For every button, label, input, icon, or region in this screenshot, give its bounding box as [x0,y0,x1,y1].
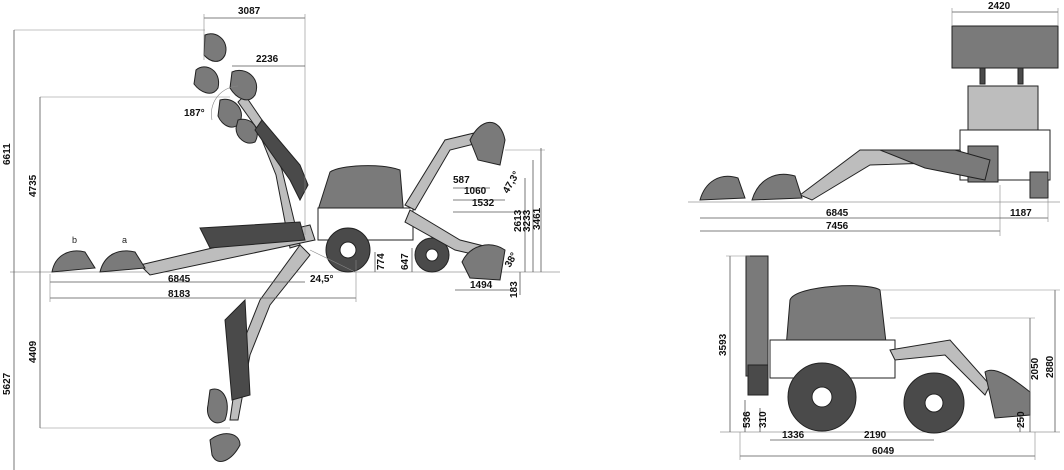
dim-3233: 3233 [522,209,533,232]
bucket-top-3 [229,70,258,101]
dim-2880: 2880 [1045,355,1056,378]
dim-4409: 4409 [28,340,39,363]
dim-2050: 2050 [1030,357,1041,380]
dim-2613: 2613 [513,209,524,232]
stabilizer [747,364,769,396]
dim-1494: 1494 [470,280,493,291]
rear-hub [339,241,357,259]
dim-1187: 1187 [1010,208,1032,219]
dim-3593: 3593 [718,333,729,356]
dipper-arm-raised [254,119,309,202]
loader-bucket-raised [469,121,506,166]
bucket-b [51,250,96,273]
dim-7456: 7456 [826,221,849,232]
front-hub-bottom [924,393,944,413]
backhoe-folded [745,255,769,377]
dim-6845-top: 6845 [826,208,849,219]
dim-8183: 8183 [168,289,191,300]
label-b: b [72,235,77,245]
loader-bucket-lowered [461,244,506,281]
dim-2236: 2236 [256,54,279,65]
dipper-horizontal [199,221,306,249]
boom-lowered [229,244,311,421]
dim-310: 310 [758,411,769,428]
angle-38: 38° [503,251,520,270]
bucket-lowered-2 [209,433,241,462]
bottom-right-view-drawing: 3593 2050 2880 536 310 250 1336 2190 604… [718,255,1060,460]
dim-536: 536 [742,411,753,428]
dim-2420: 2420 [988,1,1011,12]
angle-47-3: 47,3° [501,170,522,196]
bucket-top-5 [235,118,258,144]
bucket-a [99,250,146,273]
dim-6049: 6049 [872,446,895,457]
rear-hub-bottom [811,386,833,408]
roof [951,25,1059,69]
bucket-top-1 [203,33,227,62]
bucket-top-2 [193,66,220,94]
dim-183: 183 [509,281,520,298]
dim-1336: 1336 [782,430,805,441]
dim-250: 250 [1016,411,1027,428]
dim-3461: 3461 [532,207,543,230]
dipper-lowered [224,298,251,401]
front-hub [425,248,439,262]
dim-5627: 5627 [2,372,13,395]
bucket-top-b [751,173,803,201]
dim-1532: 1532 [472,198,495,209]
dim-6611: 6611 [2,143,13,165]
dim-1060: 1060 [464,186,487,197]
dipper-top [879,149,991,181]
bucket-top-a [699,175,746,201]
dim-6845-side: 6845 [168,274,191,285]
dim-647: 647 [400,253,411,270]
label-a: a [122,235,127,245]
top-right-view-drawing: 2420 6845 7456 1187 [688,1,1060,236]
dim-2190: 2190 [864,430,887,441]
angle-24-5: 24,5° [310,274,333,285]
loader-arm-bottom [889,339,991,396]
dim-774: 774 [376,253,387,270]
dim-4735: 4735 [28,174,39,197]
angle-187: 187° [184,108,205,119]
loader-bucket-bottom [984,369,1031,419]
side-view-drawing: 3087 2236 187° 6611 4735 6845 8183 4409 … [2,6,560,470]
bucket-lowered-1 [206,388,228,424]
dim-587: 587 [453,175,470,186]
wheel-right [1029,171,1049,199]
dim-3087: 3087 [238,6,261,17]
